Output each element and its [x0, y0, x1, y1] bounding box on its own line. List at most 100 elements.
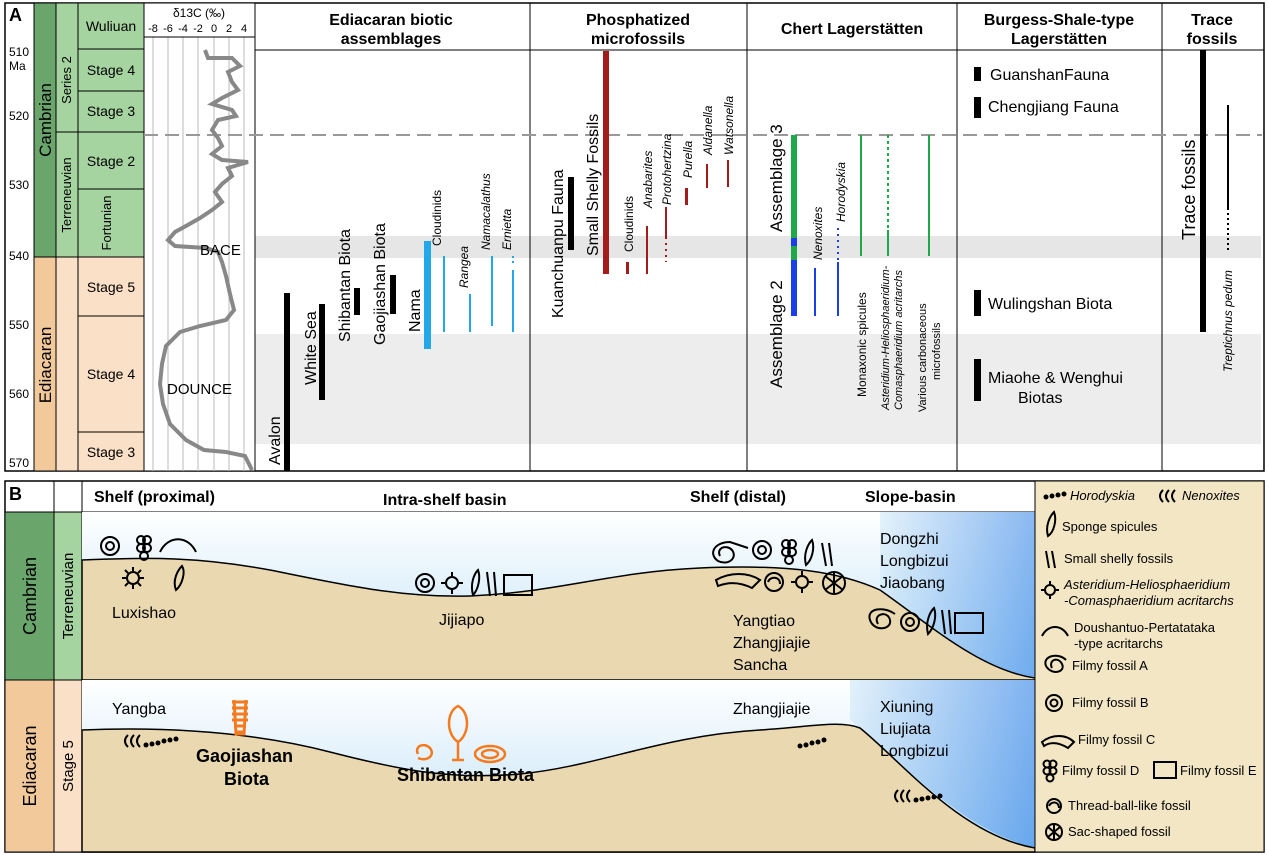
- filmy-fossil-e-icon: [1153, 761, 1177, 779]
- age-520: 520: [9, 109, 29, 123]
- range-bar-aldanella: [706, 164, 708, 188]
- age-550: 550: [9, 318, 29, 332]
- horodyskia-icon: [797, 737, 827, 749]
- filmy-fossil-d-icon: [136, 535, 152, 561]
- filmy-fossil-a-icon: [1044, 654, 1067, 673]
- iso-tick: 2: [226, 23, 232, 35]
- age-570: 570: [9, 456, 29, 470]
- label-ernietta: Ernietta: [500, 208, 514, 250]
- legend-filmy-b: Filmy fossil B: [1072, 695, 1149, 710]
- iso-tick: -4: [178, 23, 188, 35]
- panel-a: A 510 Ma 520 530 540 550 560 570 Cambria…: [4, 2, 1265, 472]
- loc-xiuning: Xiuning: [880, 699, 933, 716]
- legend-dpt-2: -type acritarchs: [1074, 636, 1163, 651]
- label-miaohe: Miaohe & Wenghui: [988, 370, 1123, 387]
- sponge-spicule-icon: [1046, 510, 1057, 538]
- small-shelly-icon: [941, 609, 952, 635]
- label-asteridium-2: Comasphaeridium acritarchs: [893, 270, 905, 410]
- highlight-shibantan: Shibantan Biota: [397, 765, 535, 785]
- range-bar-anabarites: [646, 226, 648, 274]
- sac-shaped-icon: [822, 571, 846, 595]
- period-cambrian: Cambrian: [36, 83, 55, 157]
- asteridium-icon: [791, 571, 813, 593]
- gaojiashan-fossil-icon: [232, 699, 248, 736]
- nenoxites-icon: [894, 789, 911, 803]
- label-carbonaceous-1: Various carbonaceous: [917, 303, 929, 412]
- stage-3-ediacaran: Stage 3: [87, 444, 135, 460]
- env-shelf-proximal: Shelf (proximal): [94, 489, 215, 506]
- range-bar-carbonaceous: [928, 135, 930, 256]
- filmy-fossil-d-icon: [1042, 759, 1058, 783]
- nenoxites-icon: [1159, 489, 1176, 503]
- panel-a-label: A: [9, 5, 22, 25]
- stage-fortunian: Fortunian: [99, 196, 114, 251]
- legend-sac: Sac-shaped fossil: [1068, 824, 1171, 839]
- small-shelly-icon: [486, 571, 497, 597]
- range-bar-gaojiashan: [390, 275, 396, 314]
- marker-miaohe: [974, 359, 981, 401]
- range-bar-white-sea: [319, 304, 325, 400]
- label-wulingshan: Wulingshan Biota: [988, 296, 1112, 313]
- ediacaran-seafloor: [81, 723, 1036, 853]
- filmy-fossil-a-icon: [868, 608, 896, 630]
- stage-4-ediacaran: Stage 4: [87, 366, 135, 382]
- label-watsonella: Watsonella: [722, 96, 736, 155]
- range-bar-shibantan: [354, 288, 360, 315]
- loc-zhangjiajie-e: Zhangjiajie: [733, 701, 810, 718]
- filmy-fossil-b-icon: [415, 573, 435, 593]
- stage-4-cambrian: Stage 4: [87, 62, 135, 78]
- header-ediacaran-2: assemblages: [341, 31, 442, 48]
- range-bar-trace-fossils: [1200, 50, 1206, 332]
- asteridium-icon: [122, 567, 144, 589]
- iso-tick: -6: [163, 23, 173, 35]
- label-assemblage-2: Assemblage 2: [767, 280, 786, 388]
- asteridium-icon: [441, 572, 463, 594]
- range-bar-watsonella: [727, 160, 729, 187]
- range-bar-treptichnus: [1227, 105, 1229, 208]
- asteridium-icon: [1041, 581, 1059, 599]
- doushantuo-acritarch-icon: [1041, 626, 1069, 637]
- filmy-fossil-b-icon: [1045, 694, 1063, 712]
- b-period-ediacaran: Ediacaran: [20, 725, 40, 806]
- iso-tick: 4: [241, 23, 247, 35]
- loc-liujiata: Liujiata: [880, 721, 931, 738]
- range-bar-assemblage-3b: [791, 238, 797, 246]
- label-carbonaceous-2: microfossils: [931, 322, 943, 380]
- thread-ball-icon: [764, 572, 784, 592]
- range-bar-asteridium: [887, 230, 889, 256]
- b-stage-5: Stage 5: [60, 740, 77, 792]
- bace-label: BACE: [200, 242, 241, 259]
- header-chert: Chert Lagerstätten: [781, 21, 923, 38]
- label-horodyskia: Horodyskia: [834, 162, 848, 222]
- label-aldanella: Aldanella: [701, 105, 715, 156]
- legend: Horodyskia Nenoxites Sponge spicules Sma…: [1034, 480, 1265, 853]
- filmy-fossil-d-icon: [781, 539, 797, 565]
- range-bar-kuanchuanpu: [568, 177, 574, 250]
- age-unit: Ma: [9, 59, 26, 73]
- series-2: Series 2: [59, 56, 74, 104]
- loc-zhangjiajie: Zhangjiajie: [733, 635, 810, 652]
- legend-dpt-1: Doushantuo-Pertatataka: [1074, 620, 1216, 635]
- label-monaxonic: Monaxonic spicules: [855, 292, 869, 397]
- label-shibantan: Shibantan Biota: [337, 229, 354, 342]
- period-ediacaran: Ediacaran: [36, 327, 55, 404]
- range-bar-assemblage-2: [791, 260, 797, 316]
- bace-band: [255, 236, 1261, 258]
- loc-jiaobang: Jiaobang: [880, 575, 945, 592]
- loc-longbizui: Longbizui: [880, 553, 949, 570]
- filmy-fossil-c-icon: [714, 573, 762, 590]
- header-trace: Trace: [1191, 12, 1233, 29]
- age-510: 510: [9, 45, 29, 59]
- legend-thread-ball: Thread-ball-like fossil: [1068, 798, 1191, 813]
- stage-5-ediacaran: Stage 5: [87, 279, 135, 295]
- loc-dongzhi: Dongzhi: [880, 531, 939, 548]
- legend-filmy-c: Filmy fossil C: [1078, 732, 1155, 747]
- marker-chengjiang: [974, 97, 981, 118]
- label-treptichnus: Treptichnus pedum: [1221, 270, 1235, 372]
- label-cloudinids: Cloudinids: [430, 190, 444, 246]
- header-burgess-2: Lagerstätten: [1011, 31, 1107, 48]
- env-slope-basin: Slope-basin: [865, 489, 956, 506]
- stage-wuliuan: Wuliuan: [86, 18, 136, 34]
- b-series-terreneuvian: Terreneuvian: [60, 553, 77, 640]
